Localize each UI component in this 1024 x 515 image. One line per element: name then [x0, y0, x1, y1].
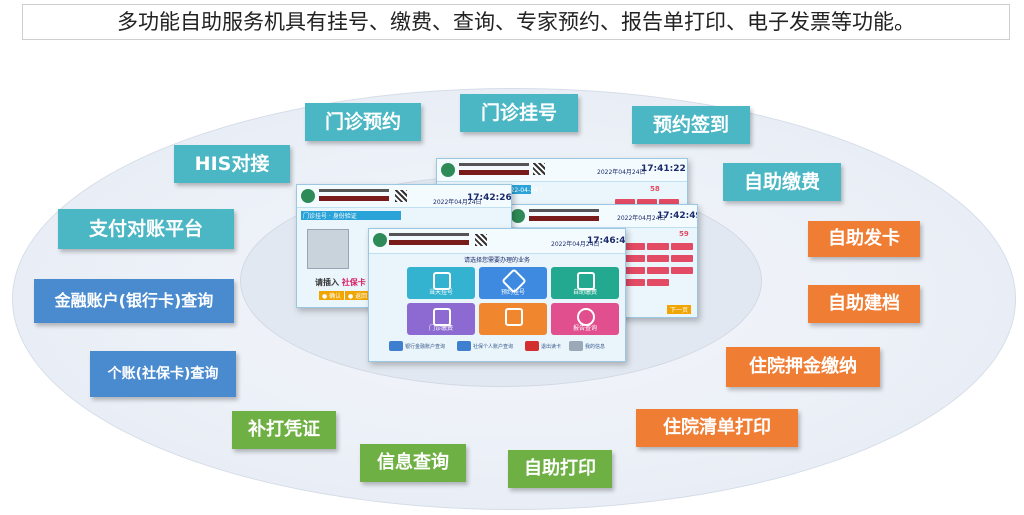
stethoscope-icon — [433, 272, 451, 290]
tile-label: 报告查询 — [572, 325, 597, 332]
tag-self-print: 自助打印 — [508, 450, 612, 488]
footer-my-info[interactable]: 我的信息 — [585, 344, 606, 350]
tag-appointment-checkin: 预约签到 — [632, 106, 750, 144]
screen-front-time: 17:46:41 — [587, 236, 626, 246]
hospital-logo-icon — [441, 163, 455, 177]
tag-label: 门诊预约 — [324, 111, 401, 133]
tile-outpatient-payment[interactable]: 门诊缴费 — [407, 303, 475, 335]
screen-back-count: 58 — [650, 185, 660, 193]
tile-appointment-register[interactable]: 预约挂号 — [479, 267, 547, 299]
yuan-icon — [433, 308, 451, 326]
tag-inpatient-bill-print: 住院清单打印 — [636, 409, 798, 447]
bank-card-icon — [389, 341, 403, 351]
screen-front-heading: 请选择您需要办理的业务 — [463, 257, 530, 264]
footer-social-query[interactable]: 社保个人账户查询 — [473, 344, 514, 350]
atm-machine-icon — [307, 229, 349, 269]
screen-front-date: 2022年04月24日 — [551, 241, 600, 248]
title-banner: 多功能自助服务机具有挂号、缴费、查询、专家预约、报告单打印、电子发票等功能。 — [22, 4, 1010, 40]
hospital-logo-icon — [373, 233, 387, 247]
search-icon — [577, 308, 595, 326]
tag-label: 补打凭证 — [248, 419, 320, 440]
tag-label: 金融账户(银行卡)查询 — [54, 291, 214, 310]
tag-self-file-create: 自助建档 — [808, 285, 920, 323]
tag-his-docking: HIS对接 — [174, 145, 290, 183]
tag-label: 门诊挂号 — [480, 102, 557, 124]
screen-left-date: 2022年04月24日 — [433, 199, 482, 206]
qr-code-icon — [475, 234, 487, 246]
qr-code-icon — [395, 190, 407, 202]
screen-left-time: 17:42:26 — [467, 193, 512, 203]
screen-left-back-button[interactable]: ● 返回 — [345, 291, 371, 300]
screen-right-next-button[interactable]: 下一页 — [667, 305, 692, 314]
tag-label: HIS对接 — [194, 153, 270, 175]
screen-back-date: 2022年04月24日 — [597, 169, 646, 176]
print-icon — [505, 308, 523, 326]
tag-self-payment: 自助缴费 — [723, 163, 841, 201]
hospital-logo-icon — [301, 189, 315, 203]
tile-label: 门诊缴费 — [428, 325, 453, 332]
tag-label: 自助打印 — [524, 458, 596, 479]
tag-label: 自助缴费 — [743, 171, 820, 193]
screen-left-prompt: 请插入 — [315, 278, 339, 287]
footer-exit-card[interactable]: 退出读卡 — [541, 344, 562, 350]
tile-print[interactable] — [479, 303, 547, 335]
screen-right-time: 17:42:49 — [657, 211, 698, 221]
title-text: 多功能自助服务机具有挂号、缴费、查询、专家预约、报告单打印、电子发票等功能。 — [117, 10, 915, 34]
hospital-logo-icon — [511, 209, 525, 223]
qr-code-icon — [533, 163, 545, 175]
wallet-icon — [577, 272, 595, 290]
footer-bank-query[interactable]: 银行金融账户查询 — [405, 344, 446, 350]
tag-label: 住院押金缴纳 — [749, 356, 857, 377]
tag-label: 支付对账平台 — [88, 218, 203, 240]
tag-outpatient-register: 门诊挂号 — [460, 94, 578, 132]
info-icon — [569, 341, 583, 351]
tag-info-query: 信息查询 — [360, 444, 466, 482]
tile-same-day-register[interactable]: 当天挂号 — [407, 267, 475, 299]
tile-label: 预约挂号 — [500, 289, 525, 296]
tag-outpatient-booking: 门诊预约 — [305, 103, 421, 141]
screen-front: 2022年04月24日 17:46:41 请选择您需要办理的业务 当天挂号 预约… — [368, 228, 626, 362]
tile-self-payment[interactable]: 自助缴费 — [551, 267, 619, 299]
tag-label: 自助建档 — [828, 293, 900, 314]
tile-label: 当天挂号 — [428, 289, 453, 296]
screen-left-confirm-button[interactable]: ● 确认 — [319, 291, 345, 300]
tag-reprint-receipt: 补打凭证 — [232, 411, 336, 449]
screen-right-date: 2022年04月24日 — [617, 215, 666, 222]
tag-label: 信息查询 — [377, 452, 449, 473]
tag-label: 个账(社保卡)查询 — [107, 366, 219, 382]
tag-inpatient-deposit: 住院押金缴纳 — [726, 347, 880, 387]
tag-social-security-query: 个账(社保卡)查询 — [90, 351, 236, 397]
power-icon — [525, 341, 539, 351]
screen-left-card-type: 社保卡 — [341, 278, 366, 287]
tag-label: 自助发卡 — [828, 228, 900, 249]
tag-label: 预约签到 — [652, 114, 729, 136]
tag-self-card-issue: 自助发卡 — [808, 221, 920, 257]
tile-label: 自助缴费 — [572, 289, 597, 296]
id-card-icon — [457, 341, 471, 351]
screen-back-time: 17:41:22 — [641, 164, 686, 174]
tag-payment-reconcile: 支付对账平台 — [58, 209, 234, 249]
tag-bank-account-query: 金融账户(银行卡)查询 — [34, 279, 234, 323]
tile-report-query[interactable]: 报告查询 — [551, 303, 619, 335]
screen-right-count: 59 — [679, 230, 689, 238]
screen-left-menu: 门诊挂号 · 身份验证 — [303, 213, 357, 220]
tag-label: 住院清单打印 — [663, 417, 771, 438]
